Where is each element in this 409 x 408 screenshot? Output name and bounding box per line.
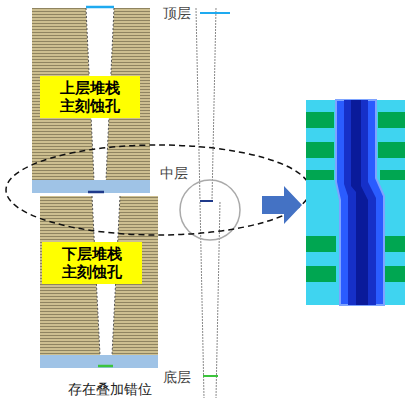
label-box: 上层堆栈 主刻蚀孔 xyxy=(40,76,140,118)
upper-stack xyxy=(32,7,150,193)
hole-profile xyxy=(180,8,240,398)
box-text: 下层堆栈 主刻蚀孔 xyxy=(57,245,127,281)
box-text: 上层堆栈 主刻蚀孔 xyxy=(55,79,125,115)
dashed-ellipse xyxy=(6,145,310,235)
lower-stack xyxy=(40,196,158,368)
layer-label: 存在叠加错位 xyxy=(68,382,152,397)
inset-image xyxy=(306,100,405,305)
layer-label: 顶层 xyxy=(163,6,191,21)
block-arrow xyxy=(262,186,302,224)
layer-label: 中层 xyxy=(160,166,188,181)
label-box: 下层堆栈 主刻蚀孔 xyxy=(42,242,142,284)
layer-label: 底层 xyxy=(163,370,191,385)
